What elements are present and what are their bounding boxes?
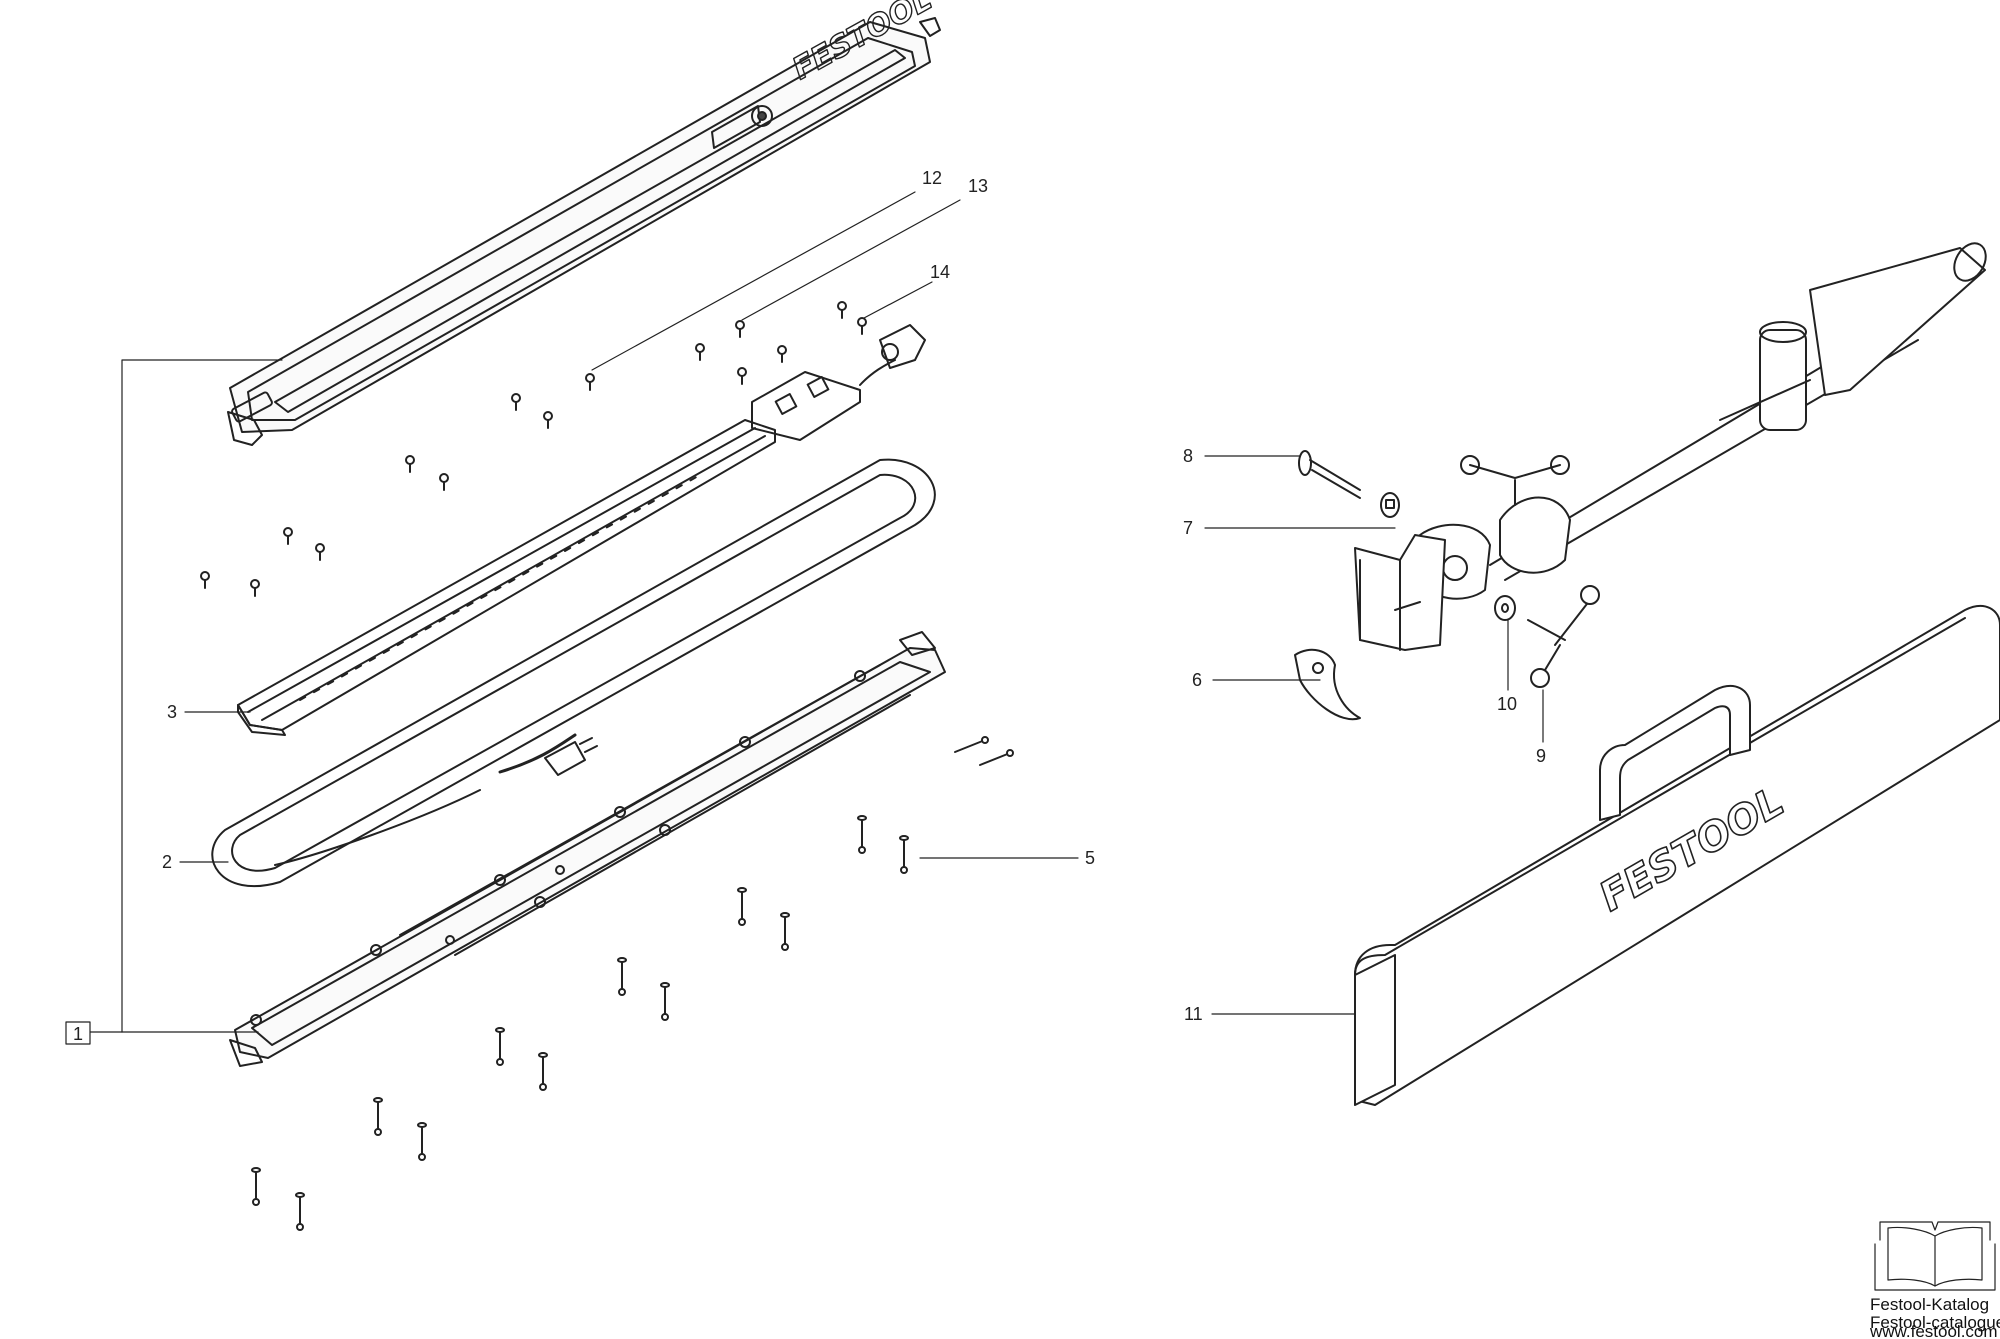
bolt-8-part <box>1298 450 1361 499</box>
carry-case-part: FESTOOL <box>1354 605 2000 1106</box>
cable-frame-part <box>211 458 936 888</box>
callout-3: 3 <box>167 702 177 722</box>
callout-labels: 1 2 3 5 6 7 8 9 10 11 12 13 14 <box>73 168 1546 1044</box>
catalog-footer: Festool-Katalog Festool-catalogue www.fe… <box>1869 1295 2000 1339</box>
callout-box-1 <box>65 1021 91 1045</box>
top-cover-part: FESTOOL <box>227 0 941 446</box>
callout-12: 12 <box>922 168 942 188</box>
wing-handle-9-part <box>1527 585 1600 688</box>
long-screws-group <box>251 736 1014 1231</box>
socket-assembly-part <box>751 324 926 441</box>
callout-13: 13 <box>968 176 988 196</box>
catalog-line-fr: Festool-catalogue <box>1870 1313 2000 1332</box>
guide-rail-part <box>237 419 776 736</box>
lower-housing-part <box>229 631 946 1067</box>
callout-10: 10 <box>1497 694 1517 714</box>
leader-lines <box>87 191 1544 1033</box>
clamp-lever-6-part <box>1294 648 1361 721</box>
callout-5: 5 <box>1085 848 1095 868</box>
washer-7-part <box>1380 492 1400 518</box>
callout-7: 7 <box>1183 518 1193 538</box>
catalog-url[interactable]: www.festool.com <box>1869 1322 1998 1339</box>
callout-11: 11 <box>1184 1004 1203 1024</box>
callout-9: 9 <box>1536 746 1546 766</box>
open-book-icon <box>1874 1221 1996 1291</box>
callout-14: 14 <box>930 262 950 282</box>
bracket-part <box>1354 534 1446 651</box>
callout-8: 8 <box>1183 446 1193 466</box>
catalog-line-de: Festool-Katalog <box>1870 1295 1989 1314</box>
callout-2: 2 <box>162 852 172 872</box>
callout-6: 6 <box>1192 670 1202 690</box>
small-screws-group <box>200 301 867 597</box>
washer-10-part <box>1494 595 1516 621</box>
callout-1: 1 <box>73 1024 83 1044</box>
